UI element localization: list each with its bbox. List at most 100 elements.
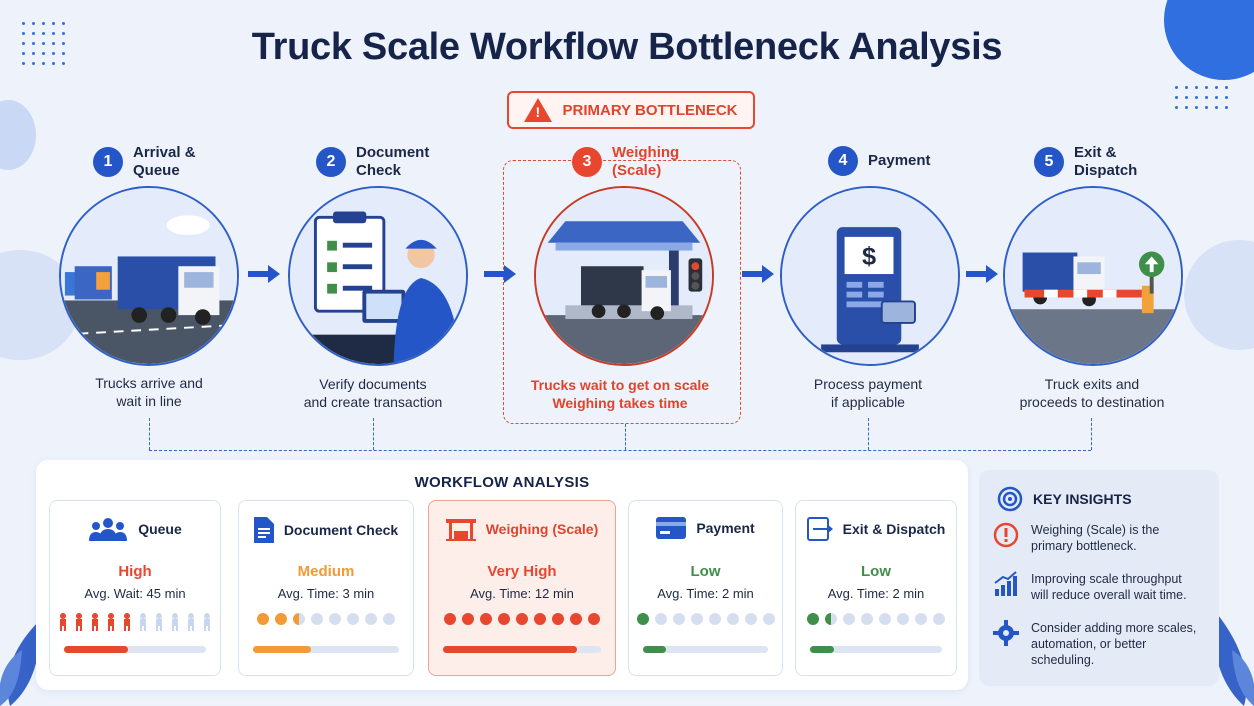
analysis-card-document-check: Document Check Medium Avg. Time: 3 min (238, 500, 414, 676)
scale-icon (445, 519, 476, 541)
intensity-dot (383, 613, 395, 625)
analysis-title: WORKFLOW ANALYSIS (414, 474, 590, 491)
intensity-dot (444, 613, 456, 625)
card-head: Weighing (Scale) (429, 517, 615, 541)
dot-pattern (22, 22, 65, 65)
card-level: Low (861, 563, 891, 580)
person-mark-icon (156, 613, 162, 631)
arrow-right-icon (966, 265, 998, 283)
leaf-decoration (1213, 610, 1254, 706)
person-mark-icon (124, 613, 130, 631)
cloud (1184, 240, 1254, 350)
intensity-dot (329, 613, 341, 625)
step-number: 3 (572, 147, 602, 177)
side-blob (0, 100, 36, 170)
intensity-dot (636, 613, 649, 625)
connector-line (625, 424, 626, 450)
card-head: Exit & Dispatch (796, 517, 956, 541)
step-description: Process payment if applicable (768, 375, 968, 411)
card-level: Medium (297, 563, 355, 580)
person-mark-icon (60, 613, 66, 631)
card-metric: Avg. Time: 2 min (657, 586, 754, 601)
step-header-payment: 4 Payment (828, 146, 931, 176)
intensity-dot (462, 613, 474, 625)
intensity-dot (762, 613, 775, 625)
person-mark-icon (172, 613, 178, 631)
card-metric: Avg. Time: 12 min (470, 586, 574, 601)
intensity-dot (570, 613, 582, 625)
badge-label: PRIMARY BOTTLENECK (562, 101, 738, 119)
intensity-dot (347, 613, 359, 625)
insight-line: scheduling. (1031, 653, 1095, 667)
insight-text: Consider adding more scales, automation,… (1031, 620, 1196, 668)
step-description: Trucks arrive and wait in line (49, 374, 249, 410)
intensity-dot (311, 613, 323, 625)
intensity-marks (629, 613, 782, 625)
insight-item: Weighing (Scale) is the primary bottlene… (993, 522, 1208, 554)
insight-line: Weighing (Scale) is the (1031, 523, 1160, 537)
arrow-right-icon (484, 265, 516, 283)
page-title: Truck Scale Workflow Bottleneck Analysis (251, 26, 1003, 68)
payment-kiosk-illustration: $ (780, 186, 960, 366)
truck-scale-illustration (534, 186, 714, 366)
intensity-marks (50, 613, 220, 631)
progress-track (443, 646, 601, 653)
step-title: Exit & Dispatch (1074, 144, 1138, 179)
connector-line (373, 418, 374, 450)
insight-item: Consider adding more scales, automation,… (993, 620, 1208, 668)
intensity-dot (933, 613, 945, 625)
card-metric: Avg. Time: 3 min (277, 586, 375, 601)
intensity-dot (257, 613, 269, 625)
step-description: Trucks wait to get on scale Weighing tak… (520, 376, 720, 412)
warning-icon: ! (524, 98, 553, 122)
card-level: High (118, 563, 152, 580)
intensity-dot (588, 613, 600, 625)
step-header-weighing: 3 Weighing (Scale) (572, 144, 702, 180)
card-level: Low (690, 563, 721, 580)
intensity-dot (708, 613, 721, 625)
card-head: Payment (629, 517, 782, 539)
intensity-dot (825, 613, 837, 625)
desc-line: if applicable (831, 394, 905, 410)
progress-fill (810, 646, 834, 653)
arrow-right-icon (248, 265, 280, 283)
arrow-right-icon (742, 265, 774, 283)
connector-line (868, 418, 869, 450)
card-head: Document Check (239, 517, 413, 543)
intensity-dot (516, 613, 528, 625)
card-metric: Avg. Wait: 45 min (84, 586, 186, 601)
step-number: 1 (93, 147, 123, 177)
intensity-dot (861, 613, 873, 625)
intensity-dot (807, 613, 819, 625)
insights-title: KEY INSIGHTS (1033, 491, 1132, 507)
step-number: 5 (1034, 147, 1064, 177)
intensity-dot (843, 613, 855, 625)
person-mark-icon (92, 613, 98, 631)
progress-track (643, 646, 768, 653)
intensity-marks (239, 613, 413, 625)
person-mark-icon (188, 613, 194, 631)
intensity-dot (365, 613, 377, 625)
desc-line: and create transaction (303, 394, 443, 410)
connector-line (149, 450, 1091, 451)
desc-line: Verify documents (319, 376, 427, 392)
intensity-dot (293, 613, 305, 625)
card-label: Document Check (283, 522, 399, 538)
step-title: Weighing (Scale) (612, 144, 680, 179)
intensity-dot (534, 613, 546, 625)
desc-line: wait in line (116, 393, 182, 409)
desc-line: Truck exits and (1044, 376, 1140, 392)
desc-line: Trucks arrive and (95, 375, 203, 391)
progress-fill (253, 646, 312, 653)
svg-text:$: $ (862, 242, 876, 270)
step-title: Payment (868, 152, 931, 169)
person-mark-icon (204, 613, 210, 631)
step-header-exit: 5 Exit & Dispatch (1034, 144, 1164, 180)
desc-line: Trucks wait to get on scale (530, 377, 710, 393)
intensity-dot (726, 613, 739, 625)
step-title: Arrival & Queue (133, 144, 196, 179)
step-description: Truck exits and proceeds to destination (992, 375, 1192, 411)
person-mark-icon (76, 613, 82, 631)
person-mark-icon (108, 613, 114, 631)
intensity-dot (879, 613, 891, 625)
